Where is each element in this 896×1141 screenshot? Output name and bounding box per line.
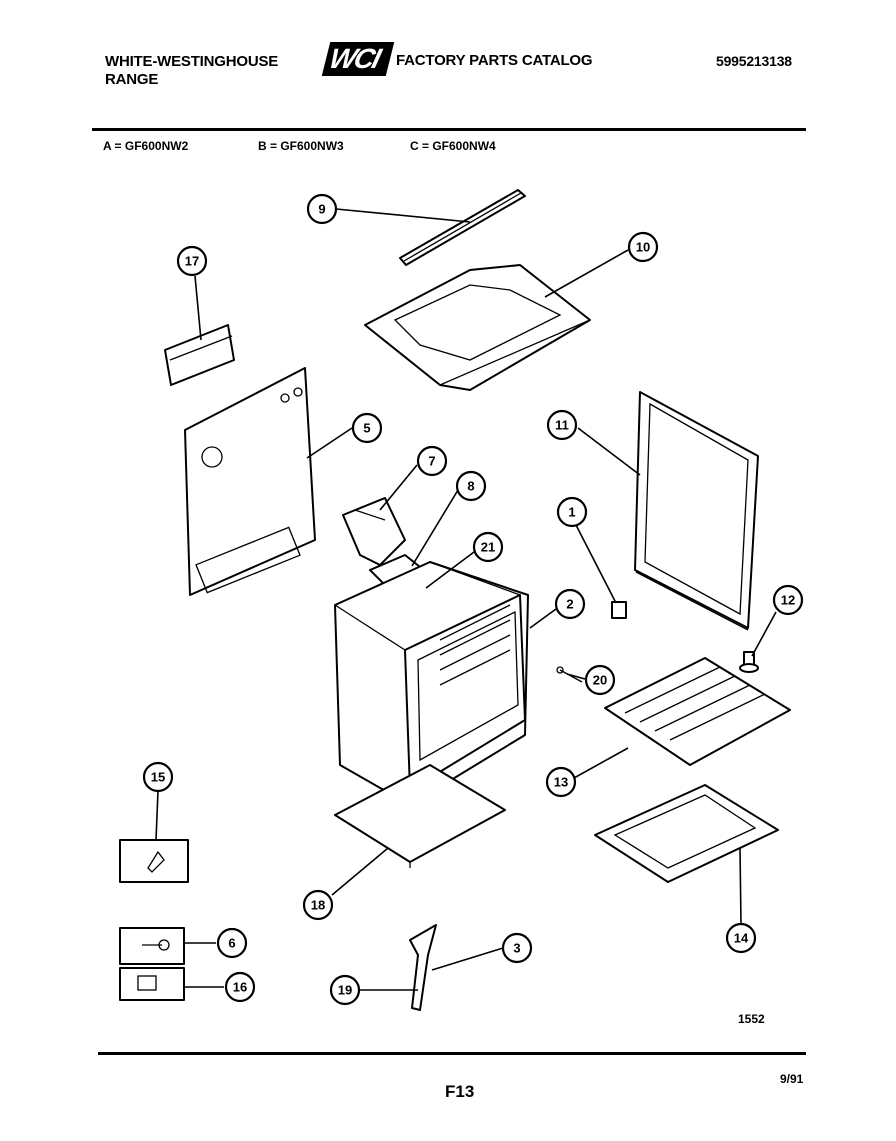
callout-1: 1 [556, 496, 588, 528]
header-rule [92, 128, 806, 131]
callout-label: 3 [513, 941, 520, 956]
callout-12: 12 [772, 584, 804, 616]
callout-circle [725, 922, 757, 954]
callout-label: 21 [481, 540, 495, 555]
callout-label: 7 [428, 454, 435, 469]
callout-circle [556, 496, 588, 528]
part-5-back-panel [184, 367, 316, 596]
callout-6: 6 [216, 927, 248, 959]
callout-label: 11 [555, 418, 569, 433]
part-10-top-panel [364, 264, 591, 391]
part-13-oven-rack [604, 657, 791, 766]
revision-date: 9/91 [780, 1072, 804, 1086]
callout-label: 12 [781, 593, 795, 608]
callout-label: 16 [233, 980, 247, 995]
callout-circle [455, 470, 487, 502]
callout-16: 16 [224, 971, 256, 1003]
callout-2: 2 [554, 588, 586, 620]
brand-line-1: WHITE-WESTINGHOUSE [105, 53, 279, 70]
callout-20: 20 [584, 664, 616, 696]
part-17-bracket [164, 324, 235, 386]
leader-lines [155, 208, 777, 991]
callout-17: 17 [176, 245, 208, 277]
callout-label: 17 [185, 254, 199, 269]
part-18-bottom-panel [334, 764, 506, 868]
model-b: B = GF600NW3 [258, 139, 344, 153]
part-11-door-frame [634, 391, 759, 631]
part-9-trim-strip [399, 189, 526, 266]
callout-label: 9 [318, 202, 325, 217]
callout-label: 13 [554, 775, 568, 790]
part-12-leveling-leg [739, 651, 759, 673]
callout-label: 19 [338, 983, 352, 998]
callout-circle [142, 761, 174, 793]
callout-13: 13 [545, 766, 577, 798]
callout-circle [545, 766, 577, 798]
callout-8: 8 [455, 470, 487, 502]
callout-label: 8 [467, 479, 474, 494]
callout-label: 2 [566, 597, 573, 612]
callout-19: 19 [329, 974, 361, 1006]
callout-3: 3 [501, 932, 533, 964]
model-a: A = GF600NW2 [103, 139, 189, 153]
part-14-broiler-pan [594, 784, 779, 883]
callout-circle [216, 927, 248, 959]
callout-circle [351, 412, 383, 444]
model-c: C = GF600NW4 [410, 139, 496, 153]
callout-circle [329, 974, 361, 1006]
callout-10: 10 [627, 231, 659, 263]
callout-label: 1 [568, 505, 575, 520]
callout-circle [302, 889, 334, 921]
catalog-title: FACTORY PARTS CATALOG [396, 52, 593, 69]
part-20-screw [556, 666, 583, 683]
brand-name: WHITE-WESTINGHOUSE RANGE [105, 53, 278, 89]
diagram-number: 1552 [738, 1012, 765, 1026]
callout-5: 5 [351, 412, 383, 444]
part-15-parts-bag [119, 839, 189, 883]
callout-11: 11 [546, 409, 578, 441]
callout-circle [501, 932, 533, 964]
callout-circle [627, 231, 659, 263]
part-2-oven-body [334, 561, 529, 806]
callout-7: 7 [416, 445, 448, 477]
callout-circle [472, 531, 504, 563]
callout-circle [416, 445, 448, 477]
callout-circle [584, 664, 616, 696]
callout-label: 5 [363, 421, 370, 436]
page-code: F13 [445, 1082, 475, 1101]
callout-circle [306, 193, 338, 225]
callout-circle [224, 971, 256, 1003]
callout-9: 9 [306, 193, 338, 225]
callout-label: 15 [151, 770, 165, 785]
callout-21: 21 [472, 531, 504, 563]
callout-circle [546, 409, 578, 441]
brand-line-2: RANGE [105, 71, 159, 88]
callout-circle [554, 588, 586, 620]
callout-circle [772, 584, 804, 616]
part-7-burner-box [342, 497, 406, 566]
footer-rule [98, 1052, 806, 1055]
catalog-number: 5995213138 [716, 53, 792, 69]
callout-15: 15 [142, 761, 174, 793]
callout-label: 14 [734, 931, 749, 946]
part-1-clip [611, 601, 627, 619]
part-3-19-anti-tip [409, 924, 437, 1011]
part-6-bolt-bag [119, 927, 185, 965]
callout-18: 18 [302, 889, 334, 921]
callout-14: 14 [725, 922, 757, 954]
callout-label: 10 [636, 240, 650, 255]
callout-circle [176, 245, 208, 277]
part-16-clip-bag [119, 967, 185, 1001]
callout-label: 6 [228, 936, 235, 951]
callout-label: 18 [311, 898, 325, 913]
callout-label: 20 [593, 673, 607, 688]
